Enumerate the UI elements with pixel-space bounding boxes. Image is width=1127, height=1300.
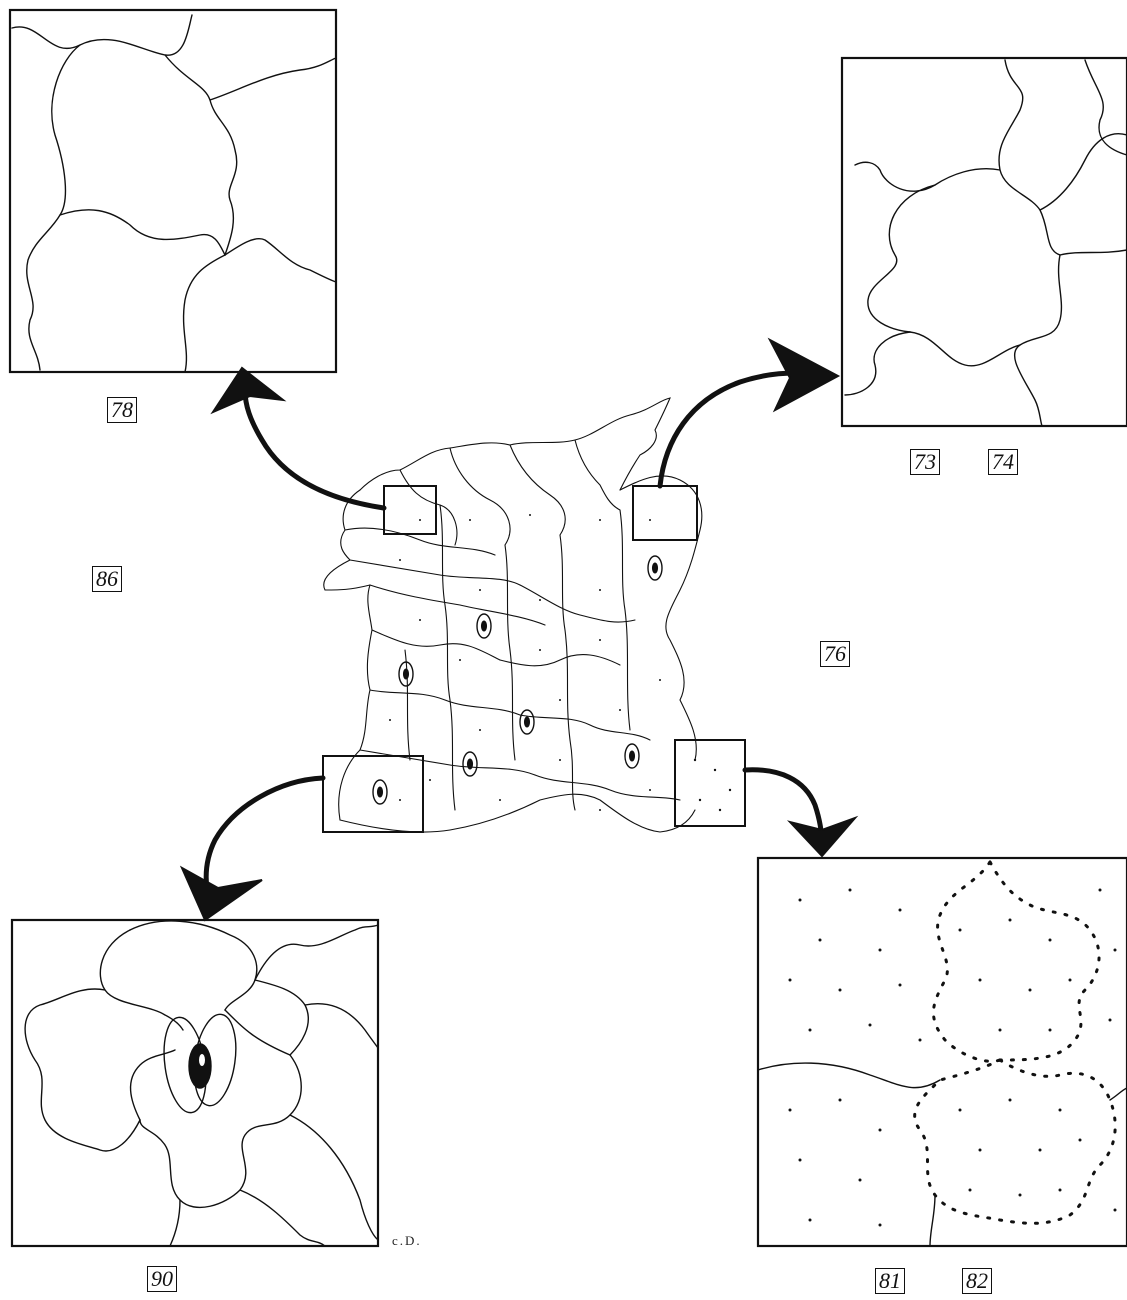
panel-top-right bbox=[842, 58, 1127, 426]
artist-signature: c.D. bbox=[392, 1233, 422, 1249]
arrow-to-top-right bbox=[660, 340, 838, 486]
label-76: 76 bbox=[820, 641, 850, 667]
label-78: 78 bbox=[107, 397, 137, 423]
label-86: 86 bbox=[92, 566, 122, 592]
arrow-to-top-left bbox=[213, 368, 384, 508]
label-81: 81 bbox=[875, 1268, 905, 1294]
label-74: 74 bbox=[988, 449, 1018, 475]
arrow-to-bottom-left bbox=[182, 778, 323, 920]
arrow-to-bottom-right bbox=[745, 770, 855, 856]
stipple-dots bbox=[789, 889, 1117, 1227]
panel-bottom-right bbox=[758, 858, 1127, 1246]
label-90: 90 bbox=[147, 1266, 177, 1292]
label-82: 82 bbox=[962, 1268, 992, 1294]
label-73: 73 bbox=[910, 449, 940, 475]
panel-top-left bbox=[10, 10, 336, 372]
panel-bottom-left bbox=[12, 920, 378, 1246]
central-epidermis bbox=[323, 398, 745, 832]
